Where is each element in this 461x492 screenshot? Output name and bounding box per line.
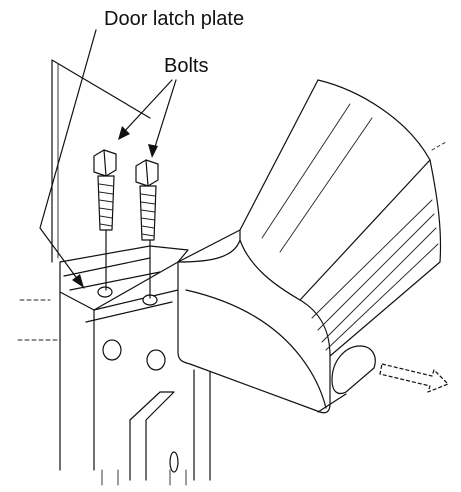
pull-direction-arrow [379,363,449,393]
callout-bolts [118,79,177,158]
frame-hole-2 [146,349,166,371]
latch-plate [59,245,211,486]
bolt-hole-left [97,286,113,298]
bolt-right [135,159,159,299]
bolts-label: Bolts [164,55,209,77]
door-latch-plate-label: Door latch plate [104,8,245,30]
latch-housing [177,79,447,414]
bolt-left [93,149,117,291]
callout-latch-plate [39,29,97,289]
frame-hole-1 [102,339,122,361]
frame-slot [169,451,179,473]
door-frame [17,59,151,341]
release-lever [331,345,376,395]
